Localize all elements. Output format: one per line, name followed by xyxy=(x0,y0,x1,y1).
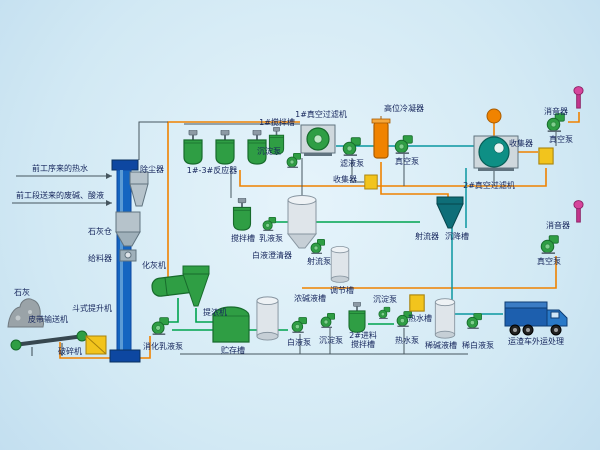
pipe-segment xyxy=(239,168,547,187)
label-settling-pump-2: 沉淀泵 xyxy=(319,336,343,345)
dilute-alkali-tank-icon xyxy=(434,298,456,339)
feeder-icon xyxy=(119,249,137,262)
label-belt-conveyor: 皮带输送机 xyxy=(28,315,68,324)
conc-alkali-tank-icon xyxy=(256,296,279,341)
label-crusher: 破碎机 xyxy=(58,347,82,356)
label-mixer-tank-1: 1#搅拌槽 xyxy=(259,118,295,127)
label-storage-tank: 贮存槽 xyxy=(221,346,245,355)
label-lime: 石灰 xyxy=(14,288,30,297)
pipe-segment xyxy=(195,308,214,323)
label-jet-pump: 射流泵 xyxy=(307,257,331,266)
label-lime-silo: 石灰仓 xyxy=(88,227,112,236)
collector-2-icon xyxy=(538,147,554,165)
label-reactors: 1#-3#反应器 xyxy=(186,166,238,175)
label-vacuum-pump-3: 真空泵 xyxy=(537,257,561,266)
pipe-segment xyxy=(302,256,557,289)
vacuum-pump-2-icon xyxy=(546,113,565,132)
equipment-layer xyxy=(7,86,584,363)
muffler-2-icon xyxy=(573,200,584,223)
label-high-condenser: 高位冷凝器 xyxy=(384,104,424,113)
pipe-network xyxy=(12,112,580,359)
label-hot-water-tank: 热水槽 xyxy=(408,314,432,323)
feed-mixer-tank-2-icon xyxy=(348,302,366,333)
label-hot-water-pump: 热水泵 xyxy=(395,336,419,345)
label-concentrator: 提浓机 xyxy=(203,308,227,317)
concentrator-icon xyxy=(182,265,210,307)
label-vacuum-pump-1: 真空泵 xyxy=(395,157,419,166)
label-digestion-pump: 消化乳液泵 xyxy=(143,342,183,351)
settling-pump-2-icon xyxy=(320,312,336,328)
label-inlet-waste: 前工段送来的废碱、酸液 xyxy=(16,191,104,200)
pipe-segment xyxy=(138,121,168,160)
pipe-segment xyxy=(168,298,179,323)
label-vacuum-filter-2: 2#真空过滤机 xyxy=(463,181,515,190)
slag-truck-icon xyxy=(504,301,568,336)
pipe-segment xyxy=(59,336,151,359)
storage-tank-icon xyxy=(212,306,250,343)
vacuum-pump-3-icon xyxy=(540,235,559,254)
label-settling-pump-1: 沉淀泵 xyxy=(257,147,281,156)
label-inlet-hot-water: 前工序来的热水 xyxy=(32,164,88,173)
jet-settler-icon xyxy=(436,196,464,229)
label-feeder: 给料器 xyxy=(88,254,112,263)
label-dilute-white-pump: 稀白液泵 xyxy=(462,341,494,350)
high-condenser-icon xyxy=(371,116,391,159)
lime-pile-icon xyxy=(7,298,45,328)
condenser-2-icon xyxy=(486,108,502,124)
dilute-white-pump-icon xyxy=(466,312,483,329)
vacuum-pump-1-icon xyxy=(394,135,413,154)
digestion-pump-icon xyxy=(151,317,169,335)
label-feed-mixer-tank-2-line1: 2#进料 xyxy=(349,331,377,340)
filtrate-pump-icon xyxy=(342,137,361,156)
pipe-segment xyxy=(380,162,449,198)
label-muffler-1: 消音器 xyxy=(544,107,568,116)
emulsion-pump-icon xyxy=(262,216,277,231)
settling-pump-1-icon xyxy=(286,152,302,168)
label-settling-tank: 沉降槽 xyxy=(445,232,469,241)
label-slag-truck: 运渣车外运处理 xyxy=(508,337,564,346)
mixer-tank-icon xyxy=(232,198,252,231)
label-dust-collector: 除尘器 xyxy=(140,165,164,174)
pipe-segment xyxy=(351,158,364,183)
label-muffler-2: 消音器 xyxy=(546,221,570,230)
muffler-1-icon xyxy=(573,86,584,109)
label-dilute-alkali-tank: 稀碱液槽 xyxy=(425,341,457,350)
label-jet-device: 射流器 xyxy=(415,232,439,241)
label-vacuum-pump-2: 真空泵 xyxy=(549,135,573,144)
label-mixer-tank: 搅拌槽 xyxy=(231,234,255,243)
label-conc-alkali-tank: 浓碱液槽 xyxy=(294,294,326,303)
label-settling-pump-3: 沉淀泵 xyxy=(373,295,397,304)
label-feed-mixer-tank-2: 2#进料 搅拌槽 xyxy=(349,331,377,349)
settling-pump-3-icon xyxy=(378,306,391,319)
belt-conveyor-icon xyxy=(10,330,88,356)
label-emulsion-pump: 乳液泵 xyxy=(259,234,283,243)
crusher-icon xyxy=(85,335,107,355)
vacuum-filter-1-icon xyxy=(300,124,336,157)
label-collector-1: 收集器 xyxy=(333,175,357,184)
label-bucket-elevator: 斗式提升机 xyxy=(72,304,112,313)
label-clarifier: 白液澄清器 xyxy=(252,251,292,260)
white-liquor-pump-icon xyxy=(291,316,308,333)
reactor-2-icon xyxy=(215,130,235,165)
label-lime-slaker: 化灰机 xyxy=(142,261,166,270)
label-feed-mixer-tank-2-line2: 搅拌槽 xyxy=(350,340,375,350)
reactor-1-icon xyxy=(183,130,203,165)
hot-water-tank-icon xyxy=(409,294,425,312)
lime-silo-icon xyxy=(115,211,141,247)
label-white-liquor-pump: 白液泵 xyxy=(287,338,311,347)
vacuum-filter-2-icon xyxy=(473,135,519,171)
label-regulating-tank: 调节槽 xyxy=(330,286,354,295)
pipe-segment xyxy=(568,112,580,123)
jet-pump-icon xyxy=(310,238,326,254)
label-filtrate-pump: 滤液泵 xyxy=(340,159,364,168)
label-vacuum-filter-1: 1#真空过滤机 xyxy=(295,110,347,119)
label-collector-2: 收集器 xyxy=(509,139,533,148)
collector-1-icon xyxy=(364,174,378,190)
regulating-tank-icon xyxy=(330,245,350,283)
dust-collector-icon xyxy=(129,171,149,207)
white-liquor-clarifier-icon xyxy=(286,195,318,249)
